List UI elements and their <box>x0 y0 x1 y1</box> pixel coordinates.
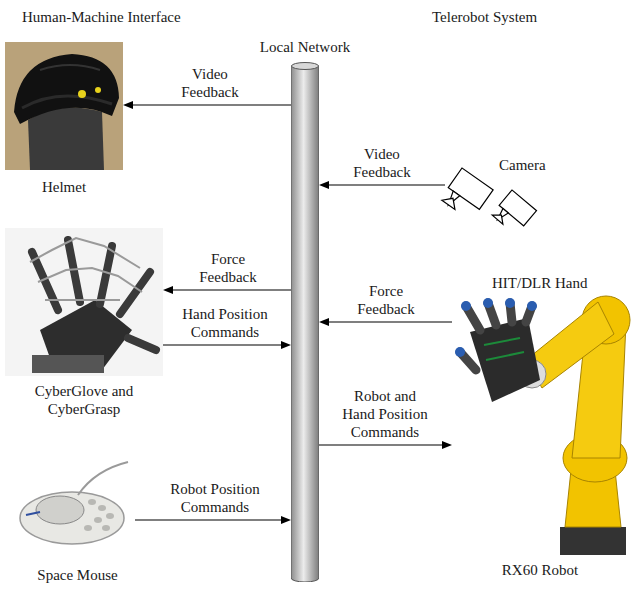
arrowhead <box>123 101 133 109</box>
arrowhead <box>442 441 452 449</box>
device-name: HIT/DLR Hand <box>490 274 589 292</box>
arrowhead <box>163 286 173 294</box>
signal-arrow <box>319 441 452 449</box>
arrowhead <box>281 341 291 349</box>
device-name: Helmet <box>40 178 88 196</box>
arrow-label: Video Feedback <box>343 145 421 181</box>
arrow-label: Force Feedback <box>189 250 267 286</box>
section-heading: Human-Machine Interface <box>22 8 181 26</box>
device-box: CyberGlove and CyberGrasp <box>5 228 163 376</box>
arrow-line <box>328 184 445 185</box>
arrow-line <box>328 321 452 322</box>
signal-arrow <box>135 516 291 524</box>
signal-arrow <box>163 286 291 294</box>
device-name: CyberGlove and CyberGrasp <box>20 382 148 418</box>
arrow-label: Video Feedback <box>171 65 249 101</box>
arrow-label: Hand Position Commands <box>166 305 284 341</box>
device-box: Helmet <box>5 42 123 170</box>
arrow-line <box>163 344 282 345</box>
device-name: Camera <box>497 156 548 174</box>
bus-title: Local Network <box>258 38 352 56</box>
device-name: RX60 Robot <box>500 561 580 579</box>
cyberglove-illustration <box>5 228 163 376</box>
arrowhead <box>319 181 329 189</box>
cylinder-outline <box>291 62 319 582</box>
helmet-illustration <box>5 42 123 170</box>
network-bus: Local Network <box>291 62 319 582</box>
device-name: Space Mouse <box>35 566 119 584</box>
signal-arrow <box>123 101 291 109</box>
arrow-label: Force Feedback <box>350 282 422 318</box>
signal-arrow <box>163 341 291 349</box>
device-box: Space Mouse <box>20 455 135 550</box>
camera-icon <box>440 168 536 235</box>
arrow-line <box>132 104 291 105</box>
arrow-label: Robot Position Commands <box>151 480 279 516</box>
arrowhead <box>319 318 329 326</box>
arrowhead <box>281 516 291 524</box>
robot-illustration <box>455 296 630 555</box>
arrow-line <box>135 519 282 520</box>
device-box: HIT/DLR HandRX60 Robot <box>452 272 628 557</box>
signal-arrow <box>319 181 445 189</box>
signal-arrow <box>319 318 452 326</box>
arrow-line <box>319 444 443 445</box>
space-mouse-illustration <box>20 462 128 544</box>
section-heading: Telerobot System <box>432 8 537 26</box>
device-box: Camera <box>445 150 545 245</box>
arrow-label: Robot and Hand Position Commands <box>336 387 434 441</box>
arrow-line <box>172 289 291 290</box>
